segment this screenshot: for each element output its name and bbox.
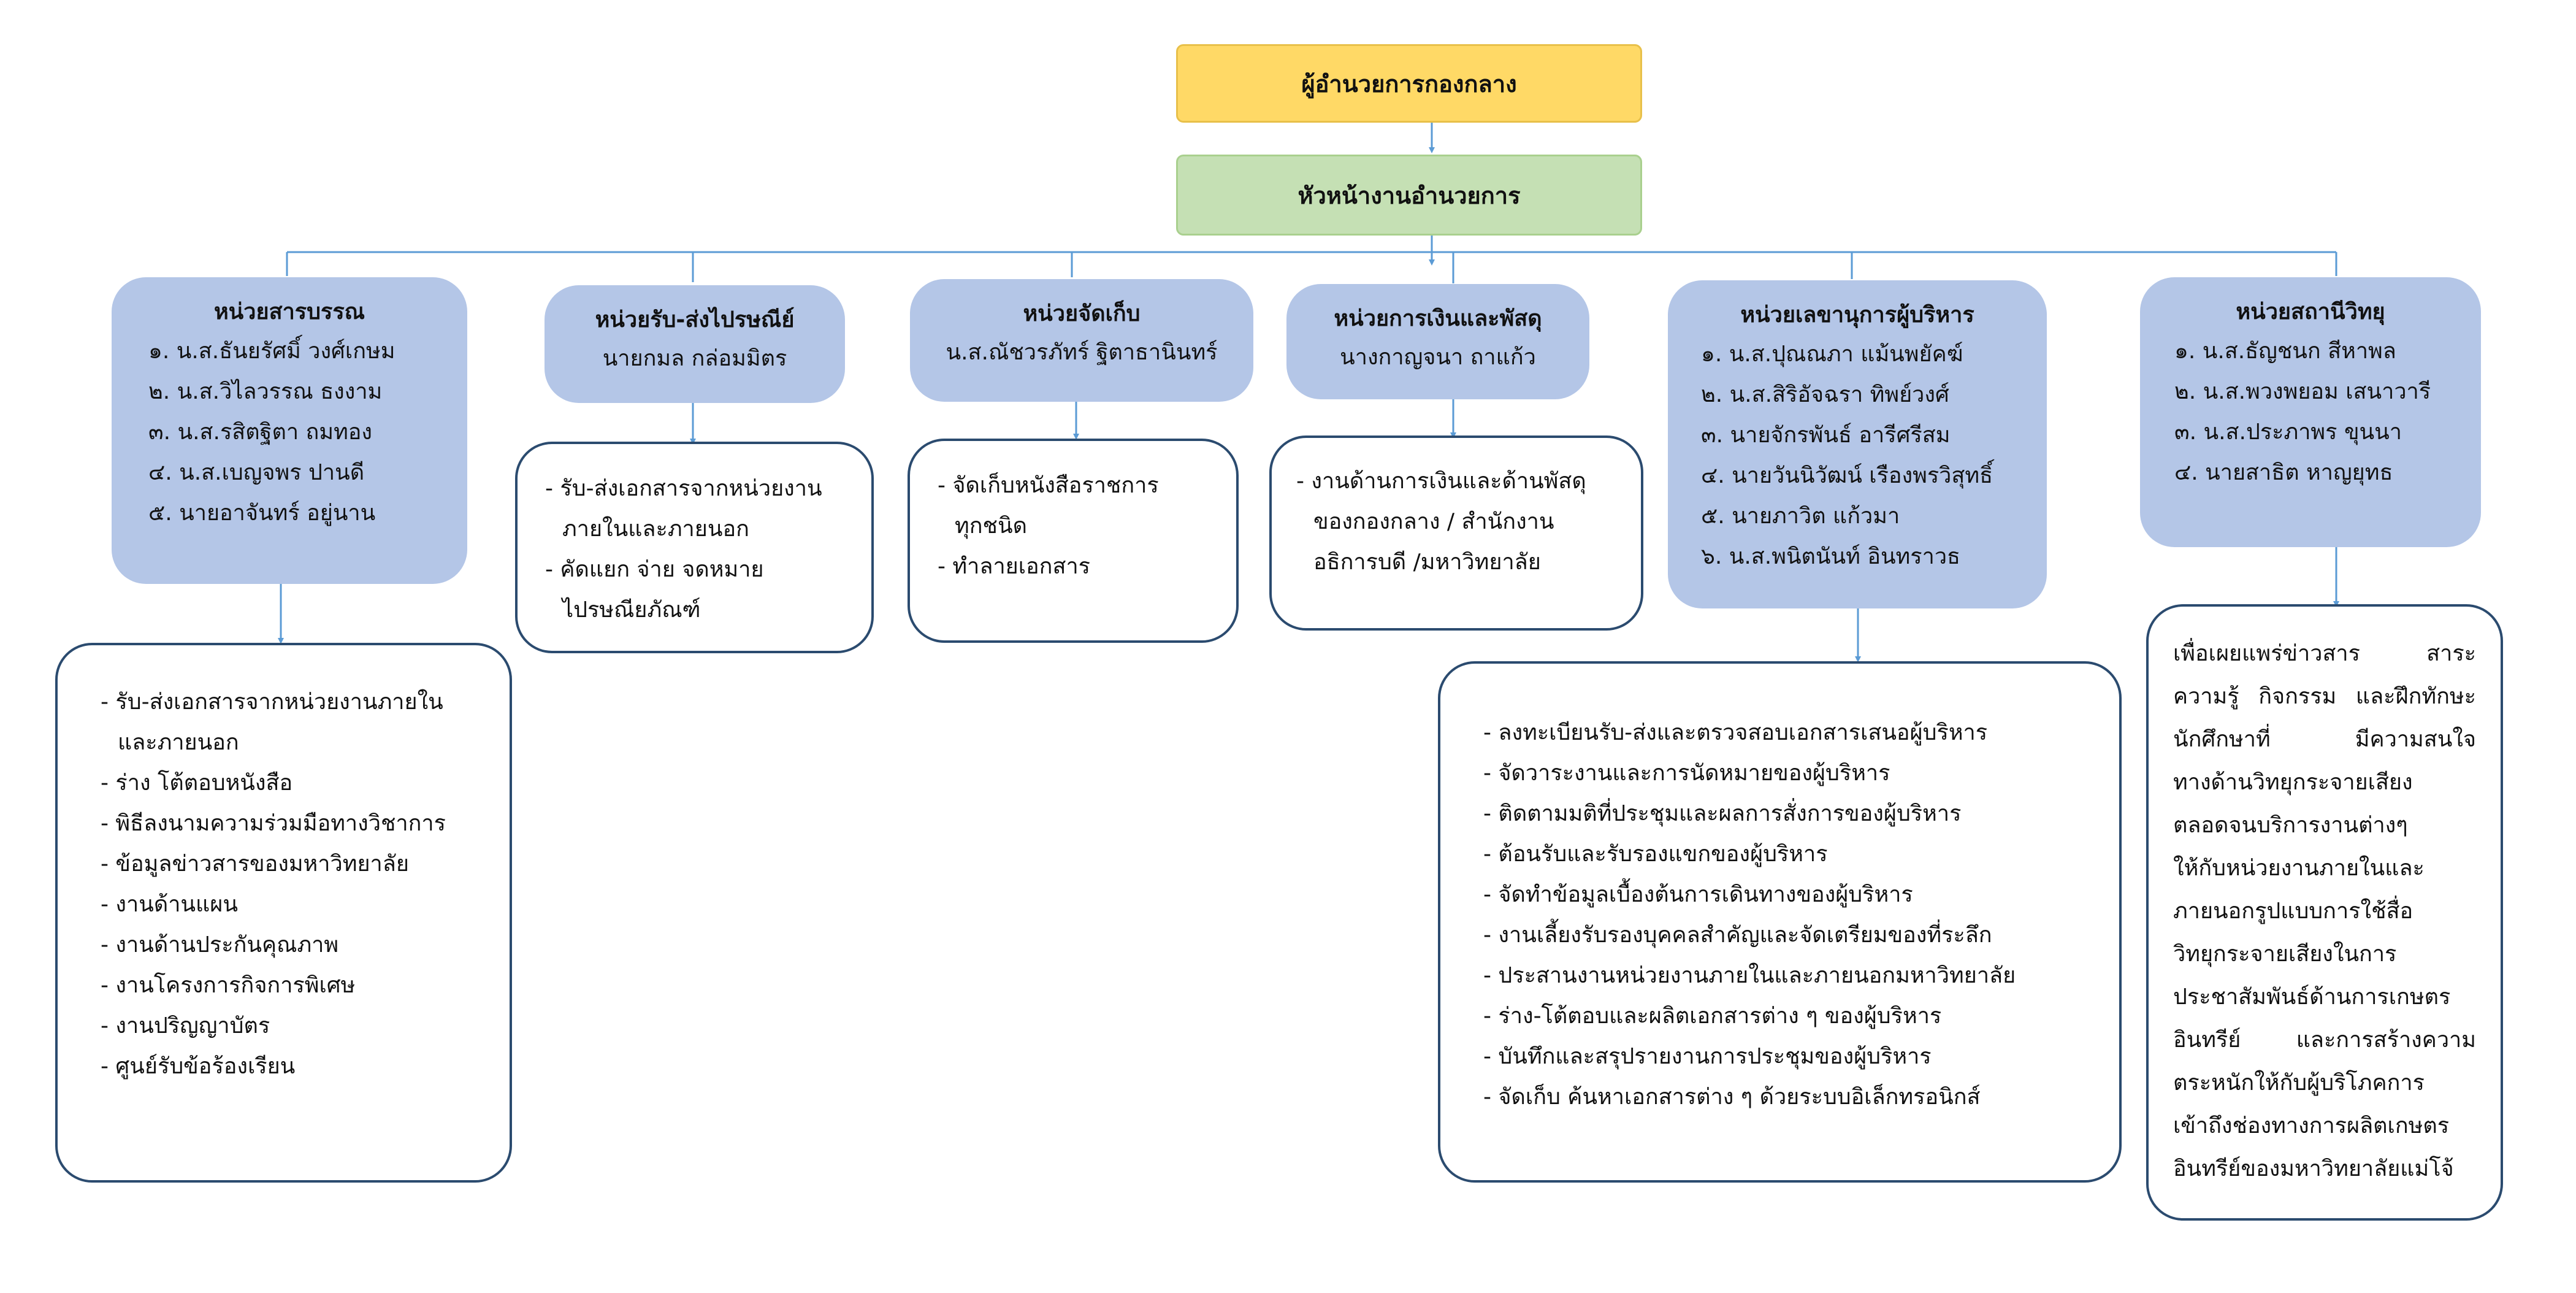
duty-item-continued: อธิการบดี /มหาวิทยาลัย xyxy=(1313,550,1541,575)
unit-mail: หน่วยรับ-ส่งไปรษณีย์ นายกมล กล่อมมิตร xyxy=(545,285,845,403)
description-line: ให้กับหน่วยงานภายในและ xyxy=(2173,856,2425,881)
duty-item: - จัดเก็บหนังสือราชการ xyxy=(938,473,1159,498)
duty-item: - ต้อนรับและรับรองแขกของผู้บริหาร xyxy=(1483,842,1828,867)
unit-member-list: ๑. น.ส.ธัญชนก สีหาพล ๒. น.ส.พวงพยอม เสนา… xyxy=(2174,331,2431,493)
duty-item: - ร่าง โต้ตอบหนังสือ xyxy=(101,770,293,796)
unit-staff: นางกาญจนา ถาแก้ว xyxy=(1340,345,1536,370)
duty-item: - งานเลี้ยงรับรองบุคคลสำคัญและจัดเตรียมข… xyxy=(1483,923,1992,948)
duty-item: - งานด้านแผน xyxy=(101,892,238,917)
unit-member: ๒. น.ส.พวงพยอม เสนาวารี xyxy=(2174,379,2431,404)
unit-member: ๒. น.ส.วิไลวรรณ ธงงาม xyxy=(148,379,383,404)
duty-item-continued: ทุกชนิด xyxy=(955,513,1027,539)
duty-item: - จัดเก็บ ค้นหาเอกสารต่าง ๆ ด้วยระบบอิเล… xyxy=(1483,1084,1981,1110)
description-line: วิทยุกระจายเสียงในการ xyxy=(2173,942,2397,967)
duty-item: - งานโครงการกิจการพิเศษ xyxy=(101,973,356,998)
unit-member: ๑. น.ส.ธันยรัศมิ์ วงศ์เกษม xyxy=(148,339,396,364)
unit-radio-station: หน่วยสถานีวิทยุ ๑. น.ส.ธัญชนก สีหาพล ๒. … xyxy=(2140,277,2481,547)
description-line: ความรู้ กิจกรรม และฝึกทักษะ xyxy=(2173,684,2476,709)
unit-member: ๕. นายภาวิต แก้วมา xyxy=(1701,504,1900,529)
duty-item: - ติดตามมติที่ประชุมและผลการสั่งการของผู… xyxy=(1483,801,1962,826)
radio-description: เพื่อเผยแพร่ข่าวสาร สาระ ความรู้ กิจกรรม… xyxy=(2173,632,2476,1191)
unit-member: ๑. น.ส.ปุณณภา แม้นพยัคฆ์ xyxy=(1701,342,1963,367)
duty-item: - ข้อมูลข่าวสารของมหาวิทยาลัย xyxy=(101,851,409,877)
unit-member: ๔. นายสาธิต หาญยุทธ xyxy=(2174,460,2393,485)
description-line: นักศึกษาที่ มีความสนใจ xyxy=(2173,727,2476,752)
duty-item: - ร่าง-โต้ตอบและผลิตเอกสารต่าง ๆ ของผู้บ… xyxy=(1483,1003,1942,1029)
unit-title: หน่วยการเงินและพัสดุ xyxy=(1334,306,1542,331)
description-line: อินทรีย์ และการสร้างความ xyxy=(2173,1027,2476,1053)
duty-item: - งานด้านการเงินและด้านพัสดุ xyxy=(1296,469,1586,494)
duty-item: - ทำลายเอกสาร xyxy=(938,554,1090,579)
description-line: ตระหนักให้กับผู้บริโภคการ xyxy=(2173,1070,2425,1095)
duties-mail: - รับ-ส่งเอกสารจากหน่วยงาน ภายในและภายนอ… xyxy=(515,442,874,653)
description-radio-station: เพื่อเผยแพร่ข่าวสาร สาระ ความรู้ กิจกรรม… xyxy=(2146,604,2503,1221)
unit-member: ๖. น.ส.พนิตนันท์ อินทราวธ xyxy=(1701,544,1961,569)
duty-item-continued: และภายนอก xyxy=(118,730,239,755)
duties-correspondence: - รับ-ส่งเอกสารจากหน่วยงานภายใน และภายนอ… xyxy=(55,643,512,1183)
unit-member: ๕. นายอาจันทร์ อยู่นาน xyxy=(148,501,376,526)
unit-staff: น.ส.ณัชวรภัทร์ ฐิตาธานินทร์ xyxy=(946,340,1218,365)
duty-item-continued: ภายในและภายนอก xyxy=(562,516,749,542)
description-line: ประชาสัมพันธ์ด้านการเกษตร xyxy=(2173,984,2451,1010)
unit-title: หน่วยสถานีวิทยุ xyxy=(2236,299,2385,324)
duties-finance: - งานด้านการเงินและด้านพัสดุ ของกองกลาง … xyxy=(1269,435,1643,631)
duty-item: - ประสานงานหน่วยงานภายในและภายนอกมหาวิทย… xyxy=(1483,963,2016,988)
head-title: หัวหน้างานอำนวยการ xyxy=(1298,182,1521,209)
duty-item: - คัดแยก จ่าย จดหมาย xyxy=(545,557,764,582)
unit-member: ๓. น.ส.ประภาพร ขุนนา xyxy=(2174,420,2402,445)
description-line: ภายนอกรูปแบบการใช้สื่อ xyxy=(2173,899,2414,924)
unit-filing: หน่วยจัดเก็บ น.ส.ณัชวรภัทร์ ฐิตาธานินทร์ xyxy=(910,279,1253,402)
description-line: ตลอดจนบริการงานต่างๆ xyxy=(2173,813,2408,838)
unit-member: ๓. น.ส.รสิตฐิตา ถมทอง xyxy=(148,420,373,445)
unit-title: หน่วยสารบรรณ xyxy=(213,299,365,324)
unit-member: ๓. นายจักรพันธ์ อารีศรีสม xyxy=(1701,423,1951,448)
duty-item: - งานปริญญาบัตร xyxy=(101,1013,270,1038)
description-line: เข้าถึงช่องทางการผลิตเกษตร xyxy=(2173,1113,2450,1138)
unit-member-list: ๑. น.ส.ปุณณภา แม้นพยัคฆ์ ๒. น.ส.สิริอัจฉ… xyxy=(1701,334,1993,577)
duty-item: - จัดวาระงานและการนัดหมายของผู้บริหาร xyxy=(1483,761,1890,786)
duty-item: - รับ-ส่งเอกสารจากหน่วยงานภายใน xyxy=(101,689,443,715)
description-line: ทางด้านวิทยุกระจายเสียง xyxy=(2173,770,2413,795)
unit-finance: หน่วยการเงินและพัสดุ นางกาญจนา ถาแก้ว xyxy=(1286,284,1589,399)
unit-member: ๔. นายวันนิวัฒน์ เรืองพรวิสุทธิ์ xyxy=(1701,463,1993,488)
duty-item: - ศูนย์รับข้อร้องเรียน xyxy=(101,1054,296,1079)
duties-executive-secretariat: - ลงทะเบียนรับ-ส่งและตรวจสอบเอกสารเสนอผู… xyxy=(1438,661,2122,1183)
unit-member: ๔. น.ส.เบญจพร ปานดี xyxy=(148,460,365,485)
unit-staff: นายกมล กล่อมมิตร xyxy=(602,346,787,371)
duties-filing: - จัดเก็บหนังสือราชการ ทุกชนิด - ทำลายเอ… xyxy=(908,439,1239,643)
duty-item: - งานด้านประกันคุณภาพ xyxy=(101,932,339,957)
duty-item-continued: ไปรษณียภัณฑ์ xyxy=(562,597,701,623)
duty-item: - พิธีลงนามความร่วมมือทางวิชาการ xyxy=(101,811,446,836)
description-line: เพื่อเผยแพร่ข่าวสาร สาระ xyxy=(2173,641,2476,666)
unit-title: หน่วยจัดเก็บ xyxy=(1023,301,1141,326)
unit-title: หน่วยเลขานุการผู้บริหาร xyxy=(1740,302,1974,328)
unit-executive-secretariat: หน่วยเลขานุการผู้บริหาร ๑. น.ส.ปุณณภา แม… xyxy=(1668,280,2047,608)
head-box: หัวหน้างานอำนวยการ xyxy=(1176,155,1642,236)
duty-item: - บันทึกและสรุปรายงานการประชุมของผู้บริห… xyxy=(1483,1044,1932,1069)
director-box: ผู้อำนวยการกองกลาง xyxy=(1176,44,1642,123)
description-line: อินทรีย์ของมหาวิทยาลัยแม่โจ้ xyxy=(2173,1156,2454,1181)
duty-item: - ลงทะเบียนรับ-ส่งและตรวจสอบเอกสารเสนอผู… xyxy=(1483,720,1988,745)
unit-member: ๑. น.ส.ธัญชนก สีหาพล xyxy=(2174,339,2396,364)
unit-title: หน่วยรับ-ส่งไปรษณีย์ xyxy=(595,307,795,332)
duty-item: - จัดทำข้อมูลเบื้องต้นการเดินทางของผู้บร… xyxy=(1483,882,1913,907)
unit-correspondence: หน่วยสารบรรณ ๑. น.ส.ธันยรัศมิ์ วงศ์เกษม … xyxy=(112,277,467,584)
director-title: ผู้อำนวยการกองกลาง xyxy=(1301,70,1517,98)
duty-item-continued: ของกองกลาง / สำนักงาน xyxy=(1313,509,1554,534)
unit-member: ๒. น.ส.สิริอัจฉรา ทิพย์วงศ์ xyxy=(1701,382,1949,407)
unit-member-list: ๑. น.ส.ธันยรัศมิ์ วงศ์เกษม ๒. น.ส.วิไลวร… xyxy=(148,331,395,534)
duty-item: - รับ-ส่งเอกสารจากหน่วยงาน xyxy=(545,476,822,501)
